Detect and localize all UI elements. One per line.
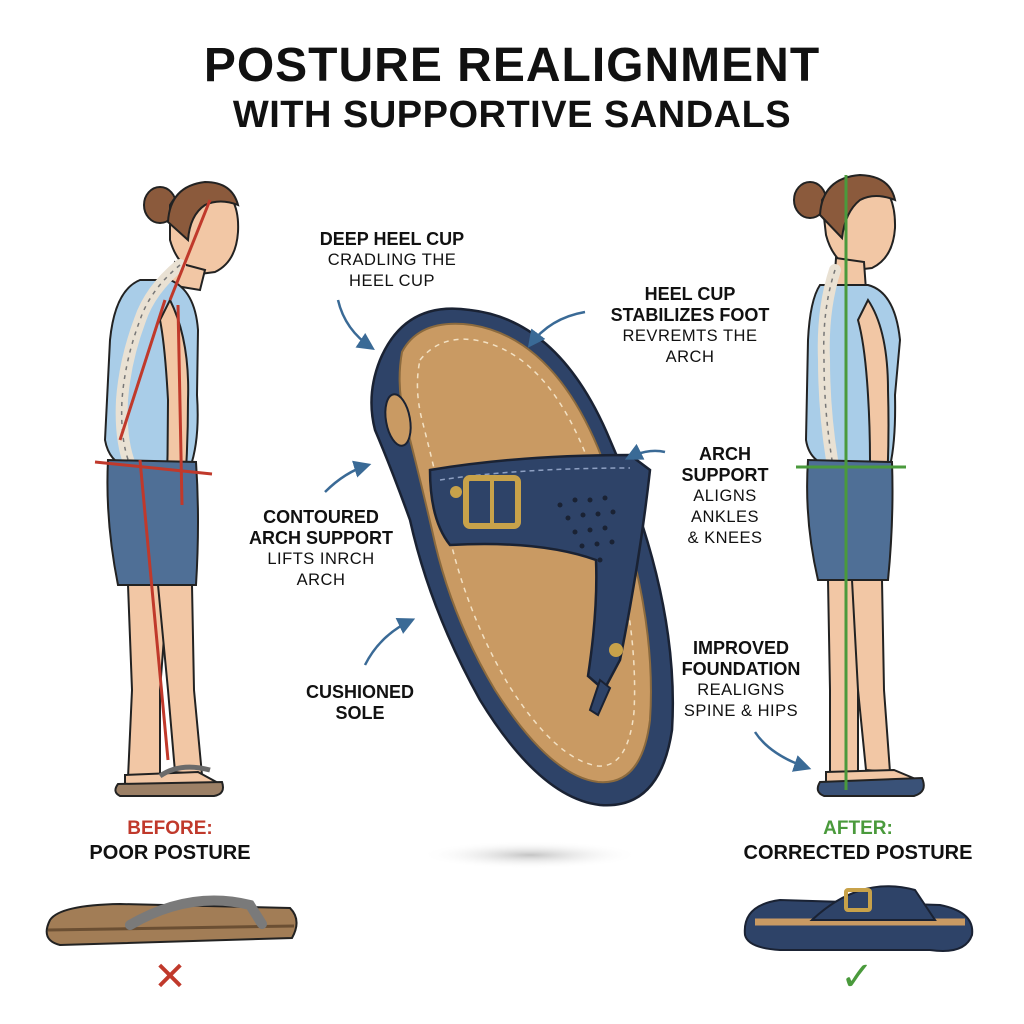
- callout-heading: CUSHIONED: [305, 682, 414, 702]
- after-label-block: AFTER: CORRECTED POSTURE: [720, 818, 996, 865]
- main-title-line1: POSTURE REALIGNMENT: [203, 39, 821, 92]
- callout-text: & KNEES: [687, 529, 763, 547]
- callout-heading: SOLE: [335, 703, 385, 723]
- callout-heel-cup-stabilizes: HEEL CUP STABILIZES FOOT REVREMTS THE AR…: [590, 284, 790, 368]
- callout-text: REALIGNS: [697, 681, 785, 699]
- callout-heading: SUPPORT: [681, 465, 769, 485]
- callout-heading: ARCH: [699, 444, 751, 464]
- callout-heading: CONTOURED: [263, 507, 379, 527]
- callout-text: ARCH: [665, 348, 715, 366]
- after-caption: CORRECTED POSTURE: [743, 842, 973, 864]
- callout-arrows: [324, 299, 812, 772]
- callout-text: LIFTS INRCH: [267, 550, 375, 568]
- callout-text: HEEL CUP: [349, 272, 435, 290]
- before-label: BEFORE:: [127, 818, 213, 839]
- main-sandal: [370, 307, 675, 869]
- callout-text: SPINE & HIPS: [683, 702, 799, 720]
- callout-text: ANKLES: [690, 508, 760, 526]
- before-caption: POOR POSTURE: [89, 842, 251, 864]
- callout-heading: ARCH SUPPORT: [248, 528, 393, 548]
- after-figure: [793, 173, 925, 797]
- callout-text: REVREMTS THE: [622, 327, 758, 345]
- callout-improved-foundation: IMPROVED FOUNDATION REALIGNS SPINE & HIP…: [660, 638, 822, 722]
- main-title-line2: WITH SUPPORTIVE SANDALS: [232, 94, 792, 136]
- after-sandal: [743, 885, 974, 952]
- callout-arch-support: ARCH SUPPORT ALIGNS ANKLES & KNEES: [660, 444, 790, 549]
- callout-deep-heel-cup: DEEP HEEL CUP CRADLING THE HEEL CUP: [292, 229, 492, 292]
- callout-heading: HEEL CUP: [644, 284, 736, 304]
- before-figure: [94, 180, 240, 797]
- before-flip-flop: [45, 895, 298, 947]
- callout-cushioned-sole: CUSHIONED SOLE: [290, 682, 430, 724]
- before-label-block: BEFORE: POOR POSTURE: [70, 818, 270, 865]
- after-check-icon: ✓: [840, 954, 874, 1000]
- callout-heading: STABILIZES FOOT: [610, 305, 770, 325]
- callout-heading: FOUNDATION: [681, 659, 801, 679]
- callout-text: ALIGNS: [693, 487, 757, 505]
- callout-contoured-arch: CONTOURED ARCH SUPPORT LIFTS INRCH ARCH: [230, 507, 412, 591]
- before-cross-icon: ✕: [153, 954, 187, 1000]
- callout-heading: IMPROVED: [692, 638, 789, 658]
- callout-text: ARCH: [296, 571, 346, 589]
- callout-text: CRADLING THE: [327, 251, 457, 269]
- callout-heading: DEEP HEEL CUP: [319, 229, 465, 249]
- after-label: AFTER:: [823, 818, 893, 839]
